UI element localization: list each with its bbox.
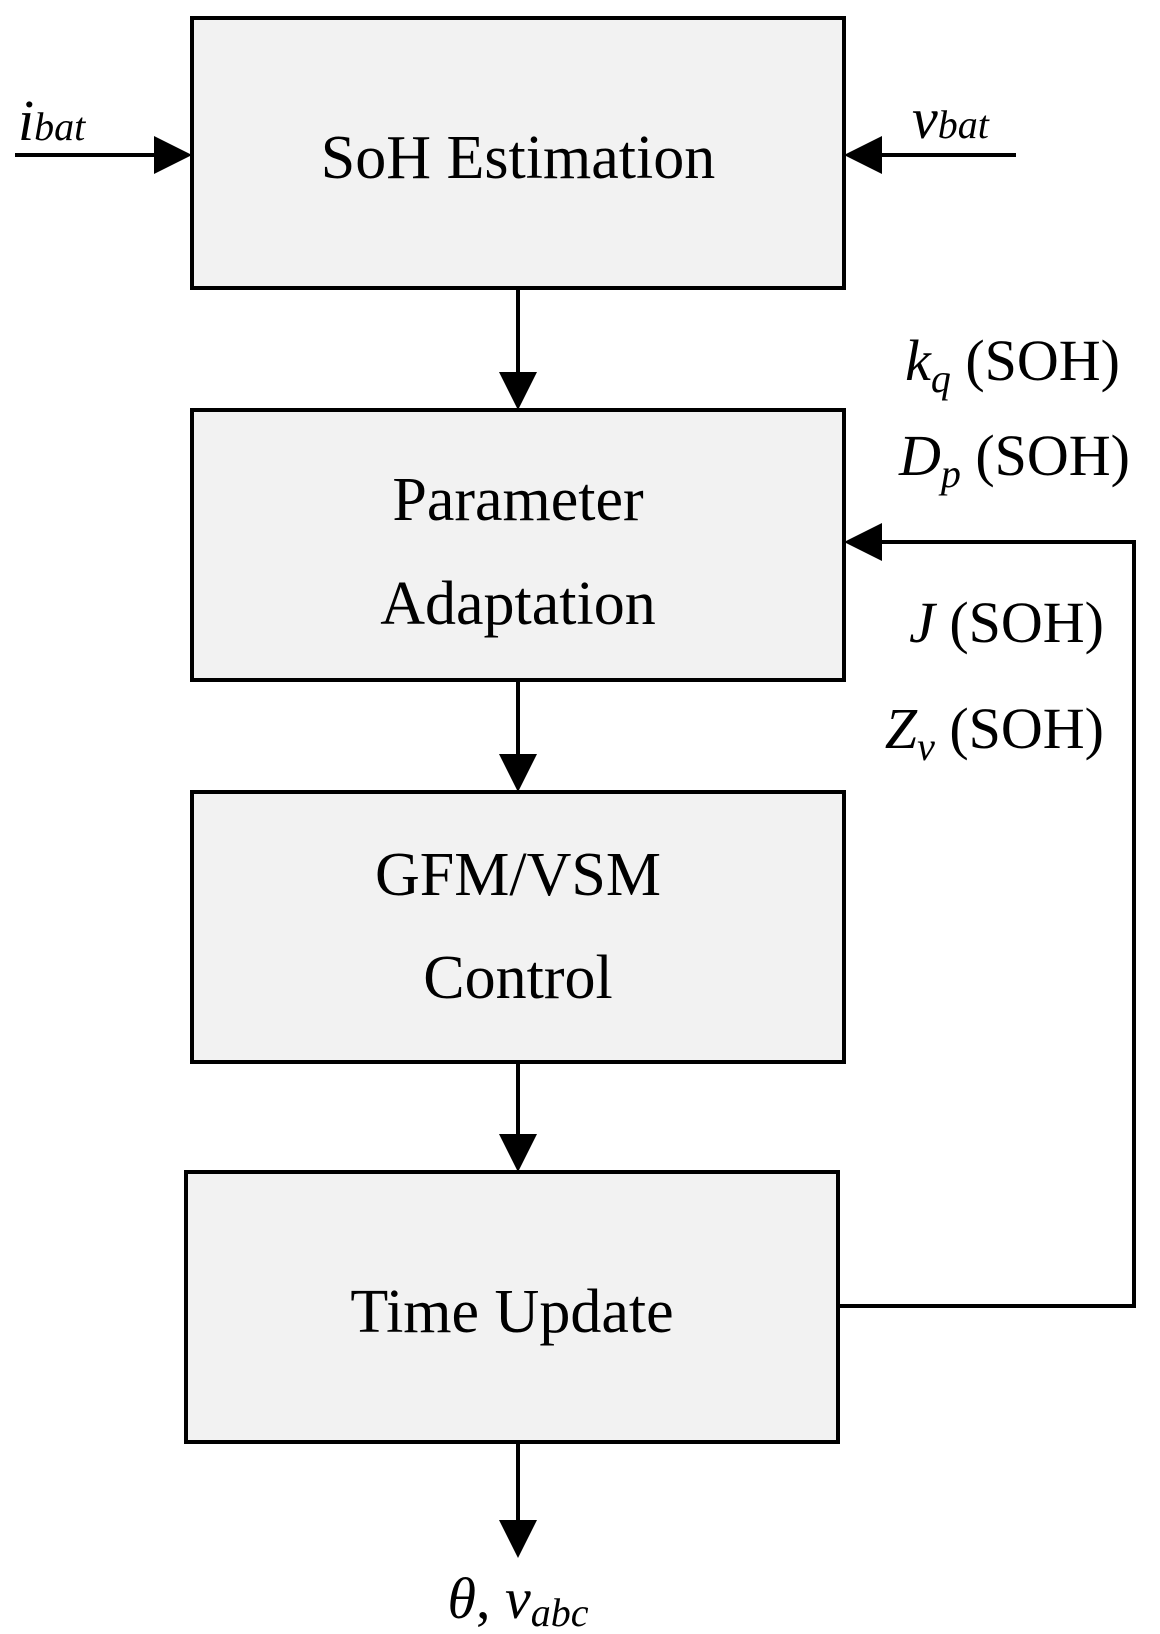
soh-to-param-arrowhead [499,372,537,410]
output-arrowhead [499,1520,537,1558]
vbat-label: vbat [912,86,990,151]
parameter-adaptation-block [190,408,846,682]
time-update-label: Time Update [350,1278,673,1346]
adaptation-label: Adaptation [380,570,656,638]
soh-estimation-block [190,16,846,290]
j-label: J (SOH) [909,590,1104,655]
gfm-vsm-label: GFM/VSM [375,841,661,909]
soh-estimation-label: SoH Estimation [321,124,715,192]
kq-label: kq (SOH) [905,328,1120,401]
zv-label: Zv (SOH) [885,696,1104,769]
control-label: Control [423,944,612,1012]
output-label: θ, vabc [447,1566,588,1634]
dp-label: Dp (SOH) [898,423,1130,496]
feedback-arrowhead [844,523,882,561]
feedback-loop-line [838,540,1136,1308]
gfm-to-time-arrowhead [499,1134,537,1172]
time-update-block [184,1170,840,1444]
ibat-arrowhead [154,136,192,174]
param-to-gfm-arrowhead [499,754,537,792]
ibat-label: ibat [18,88,86,153]
parameter-label: Parameter [392,466,644,534]
gfm-vsm-control-block [190,790,846,1064]
vbat-arrowhead [844,136,882,174]
